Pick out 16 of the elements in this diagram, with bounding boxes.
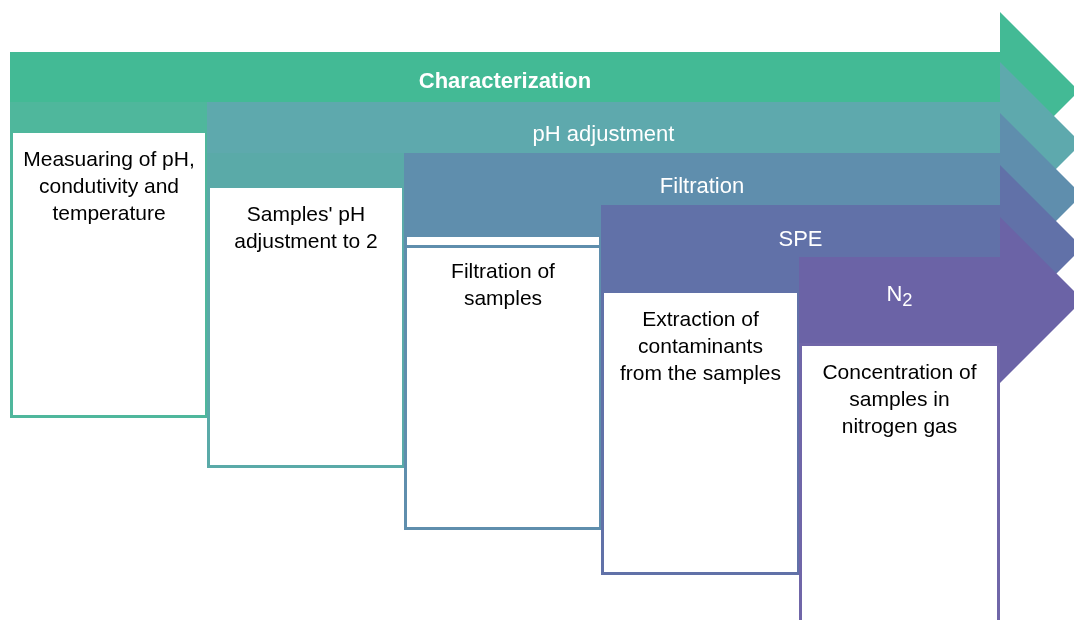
stage-heading: N$_{2}$ <box>886 281 913 313</box>
stage-heading: Characterization <box>418 68 592 94</box>
stage-heading: pH adjustment <box>532 121 675 147</box>
step-description: Samples' pH adjustment to 2 <box>233 201 379 254</box>
stage-heading: Filtration <box>659 173 745 199</box>
step-description: Filtration of samples <box>450 258 556 311</box>
step-box <box>404 205 602 530</box>
step-box <box>207 153 405 468</box>
step-box <box>799 343 1000 620</box>
step-description: Concentration of samples in nitrogen gas <box>821 359 978 439</box>
stage-heading: SPE <box>778 226 823 252</box>
step-description: Extraction of contaminants from the samples <box>618 306 783 386</box>
step-box <box>601 257 800 575</box>
stage-band <box>601 205 1000 257</box>
step-description: Measuaring of pH, condutivity and temperature <box>22 146 196 226</box>
step-box <box>10 102 208 418</box>
